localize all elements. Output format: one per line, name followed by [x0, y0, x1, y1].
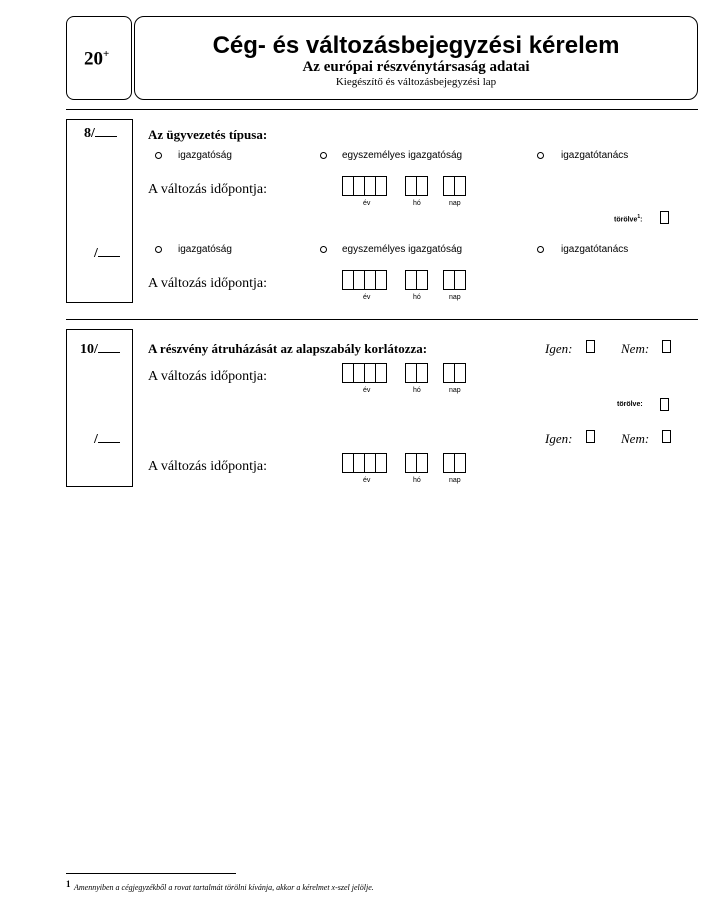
- radio-igazgatosag-2[interactable]: [155, 246, 162, 253]
- header-divider: [66, 109, 698, 110]
- date-month-field[interactable]: [405, 176, 428, 196]
- date-day-field-2[interactable]: [443, 270, 466, 290]
- radio-igazgatotanacs[interactable]: [537, 152, 544, 159]
- radio-egyszemelyes-igazgatosag[interactable]: [320, 152, 327, 159]
- date-day-field[interactable]: [443, 176, 466, 196]
- option-label: egyszemélyes igazgatóság: [342, 244, 463, 255]
- date-month-field-3[interactable]: [405, 363, 428, 383]
- date-year-field-3[interactable]: [342, 363, 387, 383]
- day-label: nap: [449, 200, 461, 207]
- section-10-number-box: [66, 329, 133, 487]
- section-8-heading: Az ügyvezetés típusa:: [148, 127, 268, 142]
- day-label: nap: [449, 294, 461, 301]
- radio-egyszemelyes-igazgatosag-2[interactable]: [320, 246, 327, 253]
- day-label: nap: [449, 387, 461, 394]
- date-year-field[interactable]: [342, 176, 387, 196]
- no-label-2: Nem:: [621, 431, 650, 446]
- month-label: hó: [413, 200, 421, 207]
- section-8-number-box: [66, 119, 133, 303]
- date-label: A változás időpontja:: [148, 276, 267, 291]
- month-label: hó: [413, 294, 421, 301]
- date-month-field-4[interactable]: [405, 453, 428, 473]
- month-label: hó: [413, 477, 421, 484]
- page-title: Cég- és változásbejegyzési kérelem: [212, 32, 620, 59]
- torolve-checkbox[interactable]: [660, 211, 669, 224]
- yes-checkbox[interactable]: [586, 340, 595, 353]
- section-8-number: 8/: [84, 124, 117, 142]
- section-divider: [66, 319, 698, 320]
- torolve-label-2: törölve:: [617, 401, 643, 408]
- form-code: 20+: [84, 48, 110, 70]
- date-month-field-2[interactable]: [405, 270, 428, 290]
- date-day-field-4[interactable]: [443, 453, 466, 473]
- section-10-heading: A részvény átruházását az alapszabály ko…: [148, 341, 428, 356]
- date-year-field-4[interactable]: [342, 453, 387, 473]
- option-label: igazgatótanács: [561, 244, 629, 255]
- option-label: igazgatótanács: [561, 150, 629, 161]
- option-label: igazgatóság: [178, 150, 232, 161]
- month-label: hó: [413, 387, 421, 394]
- no-checkbox-2[interactable]: [662, 430, 671, 443]
- page-subtitle: Az európai részvénytársaság adatai: [302, 59, 530, 75]
- no-checkbox[interactable]: [662, 340, 671, 353]
- day-label: nap: [449, 477, 461, 484]
- year-label: év: [363, 200, 371, 207]
- yes-label-2: Igen:: [545, 431, 573, 446]
- footnote-rule: [66, 873, 236, 874]
- footnote-mark: 1: [66, 879, 71, 889]
- footnote-text: Amennyiben a cégjegyzékből a rovat tarta…: [74, 883, 374, 892]
- date-label: A változás időpontja:: [148, 369, 267, 384]
- year-label: év: [363, 387, 371, 394]
- no-label: Nem:: [621, 341, 650, 356]
- date-year-field-2[interactable]: [342, 270, 387, 290]
- radio-igazgatotanacs-2[interactable]: [537, 246, 544, 253]
- year-label: év: [363, 294, 371, 301]
- option-label: egyszemélyes igazgatóság: [342, 150, 463, 161]
- date-label: A változás időpontja:: [148, 182, 267, 197]
- yes-checkbox-2[interactable]: [586, 430, 595, 443]
- torolve-label: törölve1:: [614, 214, 643, 224]
- form-code-box: [66, 16, 132, 100]
- date-day-field-3[interactable]: [443, 363, 466, 383]
- radio-igazgatosag[interactable]: [155, 152, 162, 159]
- title-box: Cég- és változásbejegyzési kérelem Az eu…: [134, 16, 698, 100]
- torolve-checkbox-2[interactable]: [660, 398, 669, 411]
- date-label: A változás időpontja:: [148, 459, 267, 474]
- yes-label: Igen:: [545, 341, 573, 356]
- sheet-type: Kiegészítő és változásbejegyzési lap: [335, 76, 497, 88]
- option-label: igazgatóság: [178, 244, 232, 255]
- section-10-number: 10/: [80, 340, 120, 358]
- section-10-number-2: /: [94, 430, 120, 448]
- year-label: év: [363, 477, 371, 484]
- section-8-number-2: /: [94, 244, 120, 262]
